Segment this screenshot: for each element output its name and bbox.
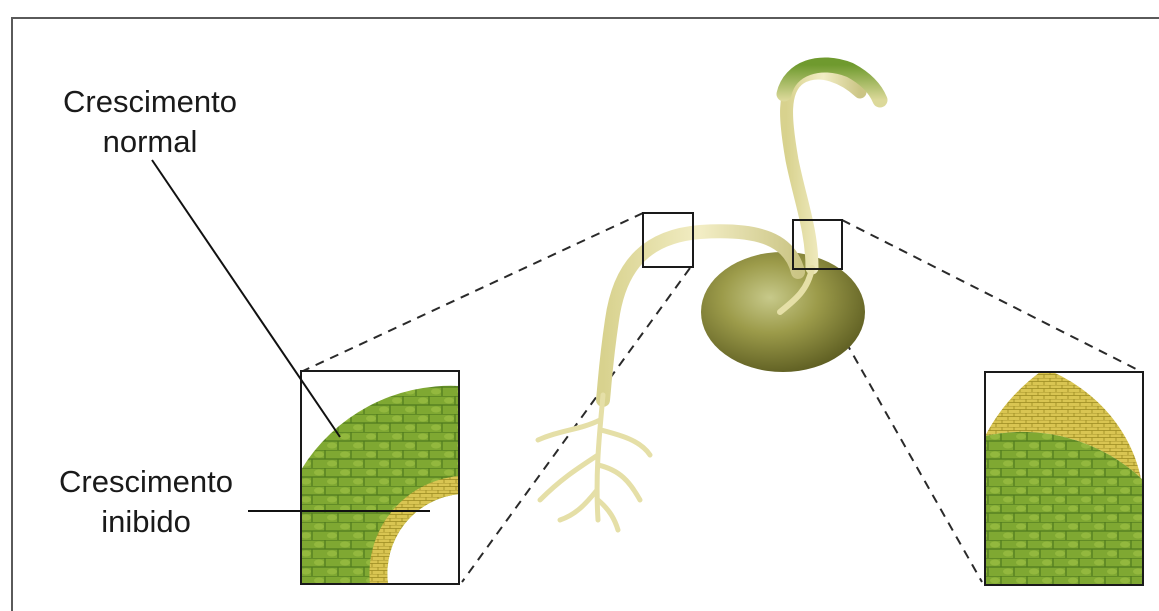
seedling-illustration	[538, 65, 880, 530]
roots	[538, 395, 650, 530]
label-inhibited-line1: Crescimento	[36, 462, 256, 502]
shoot	[787, 73, 860, 268]
left-zoom-box	[301, 371, 459, 584]
right-zoom-box	[985, 372, 1144, 585]
label-inhibited-line2: inibido	[36, 502, 256, 542]
label-normal-line2: normal	[40, 122, 260, 162]
label-normal-line1: Crescimento	[40, 82, 260, 122]
label-normal-growth: Crescimento normal	[40, 82, 260, 162]
label-inhibited-growth: Crescimento inibido	[36, 462, 256, 542]
